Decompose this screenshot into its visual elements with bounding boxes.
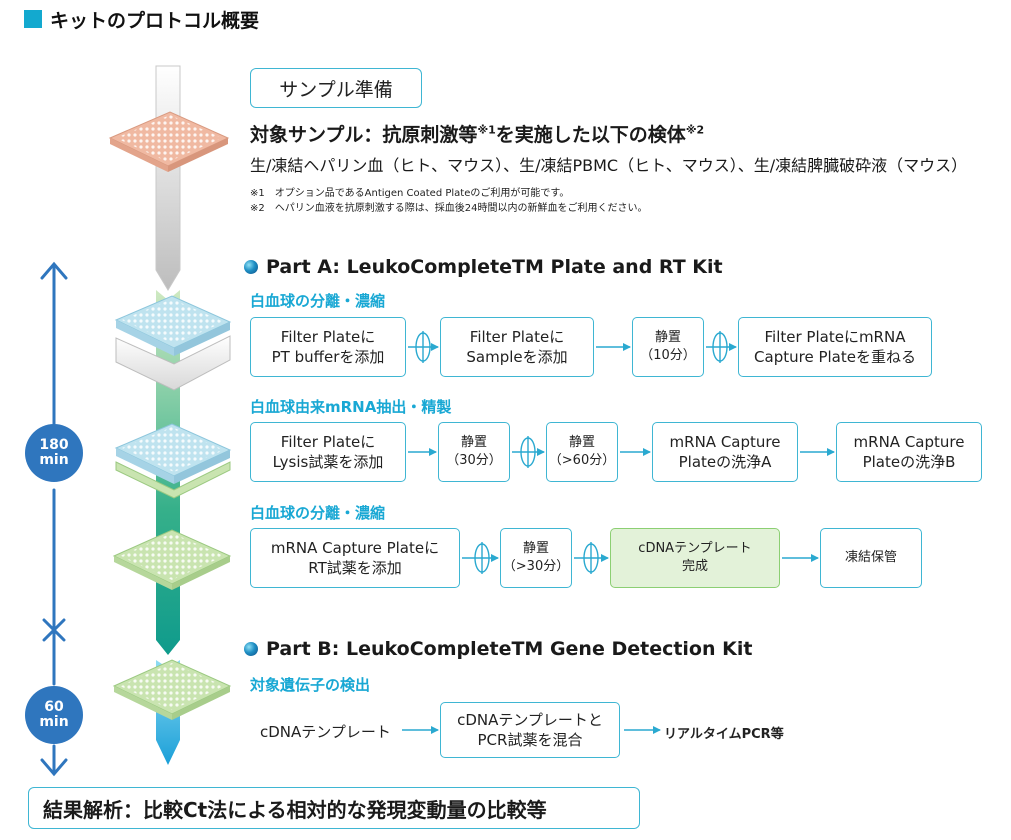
page-title: キットのプロトコル概要 [50,10,260,32]
loop-icon-1 [415,331,431,363]
partA-bullet-icon [244,260,258,274]
partA-title: Part A: LeukoCompleteTM Plate and RT Kit [244,256,723,278]
loop-icon-2 [712,331,728,363]
partB-end: リアルタイムPCR等 [664,727,784,742]
plate-sample-icon [108,111,230,172]
sample-prep-box: サンプル準備 [250,68,422,108]
step-a3-2: 静置 （>30分） [500,528,572,588]
capture-plate-stack-icon [114,423,232,499]
flow-graphic [40,65,232,777]
partB-title: Part B: LeukoCompleteTM Gene Detection K… [244,638,752,660]
footnote-1: ※1 オプション品であるAntigen Coated Plateのご利用が可能で… [250,188,570,199]
step-b-1: cDNAテンプレートと PCR試薬を混合 [440,702,620,758]
result-analysis-box: 結果解析：比較Ct法による相対的な発現変動量の比較等 [28,787,640,829]
partA-section2-label: 白血球由来mRNA抽出・精製 [250,398,452,416]
step-a1-2: Filter Plateに Sampleを添加 [440,317,594,377]
target-sample-heading: 対象サンプル：抗原刺激等※1を実施した以下の検体※2 [250,123,705,146]
step-a2-5: mRNA Capture Plateの洗浄B [836,422,982,482]
pcr-plate-icon [112,659,232,720]
step-a1-3: 静置 （10分） [632,317,704,377]
partA-section3-label: 白血球の分離・濃縮 [250,504,386,522]
footnote-2: ※2 ヘパリン血液を抗原刺激する際は、採血後24時間以内の新鮮血をご利用ください… [250,203,648,214]
step-a2-4: mRNA Capture Plateの洗浄A [652,422,798,482]
loop-icon-4 [474,542,490,574]
filter-plate-icon [114,295,232,391]
timeline-arrows [40,261,68,777]
partB-section-label: 対象遺伝子の検出 [250,676,371,694]
step-a2-1: Filter Plateに Lysis試薬を添加 [250,422,406,482]
loop-icon-5 [583,542,599,574]
step-a1-1: Filter Plateに PT bufferを添加 [250,317,406,377]
step-a2-2: 静置 （30分） [438,422,510,482]
sample-list: 生/凍結ヘパリン血（ヒト、マウス）、生/凍結PBMC（ヒト、マウス）、生/凍結脾… [250,156,968,175]
partB-bullet-icon [244,642,258,656]
partA-section1-label: 白血球の分離・濃縮 [250,292,386,310]
partA-time-badge: 180 min [25,424,83,482]
rt-plate-icon [112,529,232,590]
title-square-icon [24,10,42,28]
loop-icon-3 [520,436,536,468]
partB-time-badge: 60 min [25,686,83,744]
step-a1-4: Filter PlateにmRNA Capture Plateを重ねる [738,317,932,377]
loop-icons [415,331,728,574]
step-a2-3: 静置 （>60分） [546,422,618,482]
step-a3-4: 凍結保管 [820,528,922,588]
step-a3-1: mRNA Capture Plateに RT試薬を添加 [250,528,460,588]
partB-start: cDNAテンプレート [260,723,391,741]
step-a3-3-highlight: cDNAテンプレート 完成 [610,528,780,588]
